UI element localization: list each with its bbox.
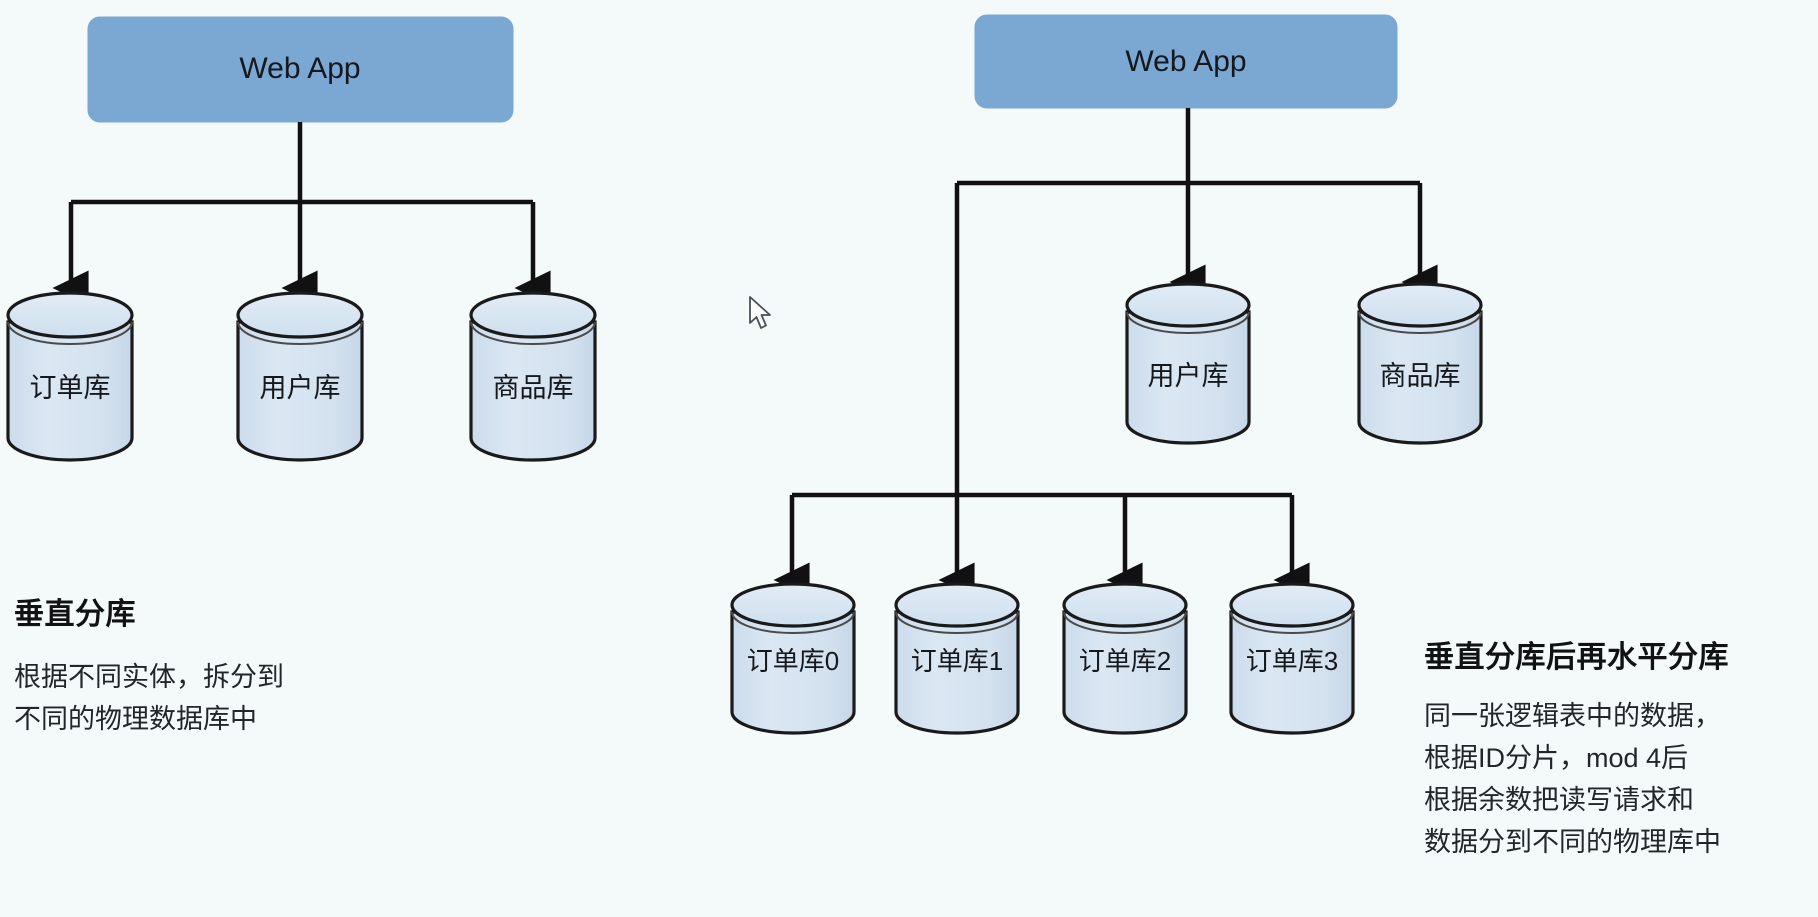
db-cylinder-body [894, 610, 1020, 735]
db-cylinder-rim [1230, 611, 1354, 634]
right-entity-database-node[interactable]: 用户库 [1125, 282, 1251, 445]
right-caption-title: 垂直分库后再水平分库 [1424, 641, 1729, 674]
left-connectors [52, 122, 551, 306]
db-cylinder-rim [731, 611, 855, 634]
db-cylinder-top [469, 291, 597, 339]
right-connectors-shard [773, 492, 1310, 598]
db-cylinder-rim [470, 321, 596, 345]
right-web-app-node[interactable]: Web App [974, 14, 1398, 109]
db-label: 订单库 [30, 373, 111, 403]
shard-database-node[interactable]: 订单库0 [730, 582, 856, 735]
db-cylinder-top [1357, 282, 1483, 328]
shard-database-node[interactable]: 订单库2 [1062, 582, 1188, 735]
right-entity-database-node[interactable]: 商品库 [1357, 282, 1483, 445]
db-label: 订单库2 [1079, 646, 1171, 676]
shard-database-node[interactable]: 订单库1 [894, 582, 1020, 735]
db-label: 商品库 [493, 373, 574, 403]
db-cylinder-rim [1126, 311, 1250, 334]
left-web-app-node[interactable]: Web App [87, 16, 514, 123]
db-cylinder-body [6, 320, 134, 462]
db-cylinder-top [894, 582, 1020, 628]
db-cylinder-rim [7, 321, 133, 345]
left-web-app-label: Web App [239, 52, 360, 85]
db-cylinder-rim [237, 321, 363, 345]
db-cylinder-rim [1358, 311, 1482, 334]
right-caption-block: 垂直分库后再水平分库 同一张逻辑表中的数据， 根据ID分片，mod 4后 根据余… [1424, 640, 1729, 863]
db-cylinder-body [730, 610, 856, 735]
left-caption-body: 根据不同实体，拆分到 不同的物理数据库中 [14, 662, 284, 734]
db-cylinder-top [1125, 282, 1251, 328]
left-caption-block: 垂直分库 根据不同实体，拆分到 不同的物理数据库中 [14, 597, 284, 741]
db-cylinder-top [6, 291, 134, 339]
db-label: 用户库 [1148, 361, 1229, 391]
db-cylinder-top [730, 582, 856, 628]
right-connectors-upper [954, 108, 1438, 495]
left-database-node[interactable]: 商品库 [469, 291, 597, 462]
db-cylinder-rim [895, 611, 1019, 634]
right-web-app-label: Web App [1125, 45, 1246, 78]
db-cylinder-body [1125, 310, 1251, 445]
db-cylinder-top [236, 291, 364, 339]
db-label: 商品库 [1380, 361, 1461, 391]
left-database-node[interactable]: 订单库 [6, 291, 134, 462]
db-label: 用户库 [260, 373, 341, 403]
db-cylinder-top [1062, 582, 1188, 628]
db-label: 订单库0 [747, 646, 839, 676]
db-cylinder-body [469, 320, 597, 462]
db-cylinder-body [236, 320, 364, 462]
left-database-node[interactable]: 用户库 [236, 291, 364, 462]
db-cylinder-body [1062, 610, 1188, 735]
db-label: 订单库3 [1246, 646, 1338, 676]
db-cylinder-rim [1063, 611, 1187, 634]
db-cylinder-body [1357, 310, 1483, 445]
right-caption-body: 同一张逻辑表中的数据， 根据ID分片，mod 4后 根据余数把读写请求和 数据分… [1424, 701, 1721, 857]
left-caption-title: 垂直分库 [14, 598, 136, 631]
db-cylinder-body [1229, 610, 1355, 735]
shard-database-node[interactable]: 订单库3 [1229, 582, 1355, 735]
db-label: 订单库1 [911, 646, 1003, 676]
db-cylinder-top [1229, 582, 1355, 628]
